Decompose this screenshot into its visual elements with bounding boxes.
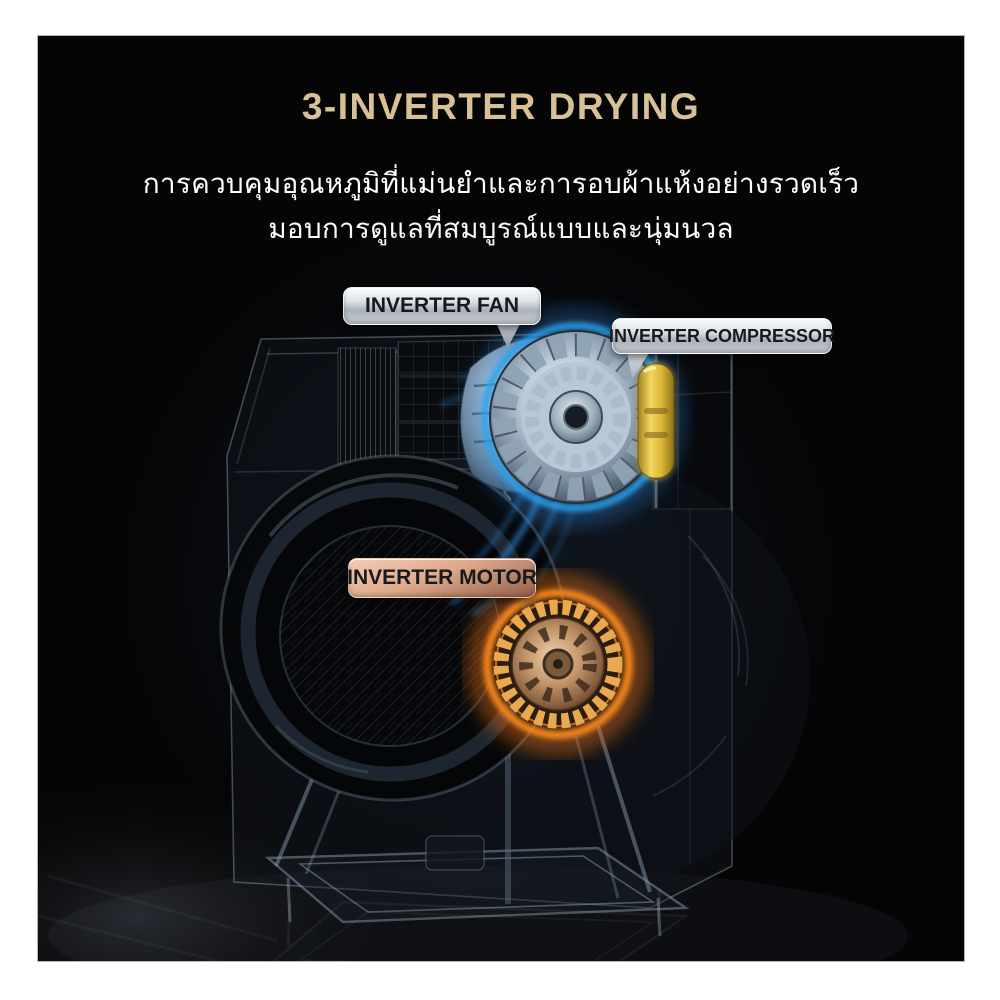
inverter-compressor-graphic <box>636 332 679 508</box>
inverter-compressor-callout-label: INVERTER COMPRESSOR <box>608 325 836 346</box>
drum <box>219 454 567 802</box>
floor-reflection <box>272 887 690 961</box>
inverter-motor-graphic <box>469 575 647 753</box>
inverter-fan-callout-label: INVERTER FAN <box>364 294 519 317</box>
inverter-fan-callout: INVERTER FAN <box>343 287 541 325</box>
inverter-compressor-callout: INVERTER COMPRESSOR <box>608 318 836 354</box>
dryer-xray-svg <box>38 176 908 961</box>
page-title: 3-INVERTER DRYING <box>301 86 701 127</box>
dryer-xray-illustration: INVERTER FAN INVERTER COMPRESSOR INVERTE… <box>38 36 964 961</box>
inverter-motor-callout: INVERTER MOTOR <box>347 558 537 598</box>
promo-canvas: 3-INVERTER DRYING การควบคุมอุณหภูมิที่แม… <box>37 35 965 962</box>
inverter-motor-callout-label: INVERTER MOTOR <box>347 566 537 589</box>
base-frame <box>264 463 690 937</box>
